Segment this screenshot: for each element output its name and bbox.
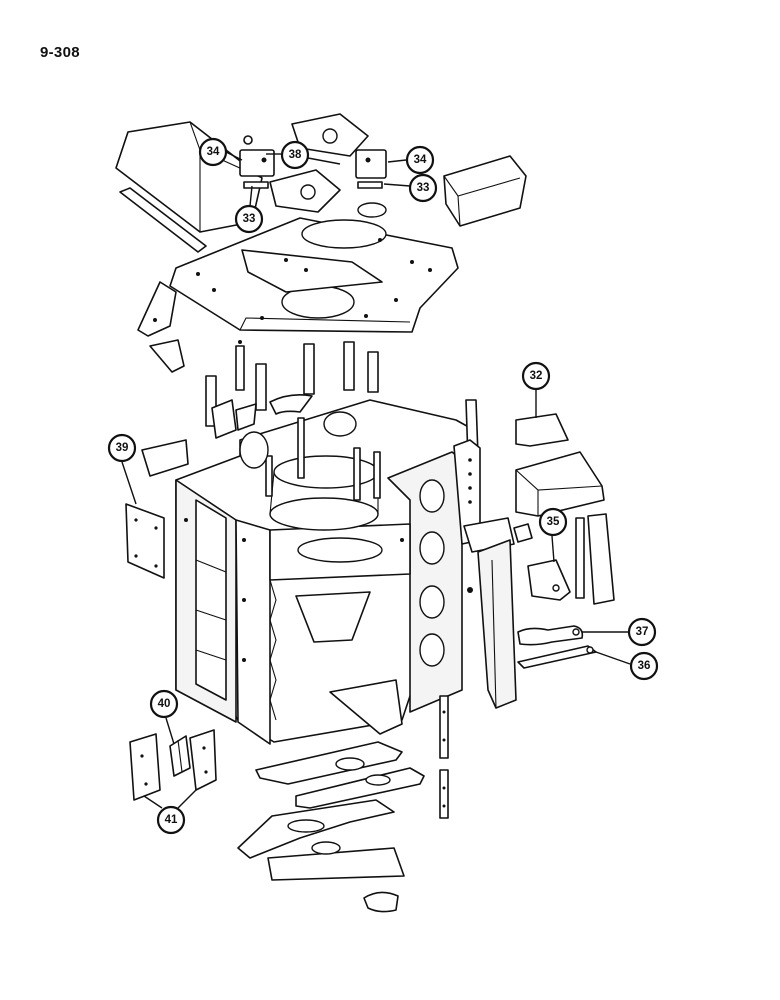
page-number: 9-308	[40, 44, 80, 61]
lower-channel-1	[255, 741, 403, 785]
panel-39	[125, 503, 165, 579]
callout-33-left-label: 33	[243, 213, 256, 225]
top-plate	[169, 202, 459, 333]
callout-34-right: 34	[405, 145, 435, 175]
right-block	[355, 149, 387, 189]
callout-40: 40	[149, 689, 179, 719]
callout-32: 32	[521, 361, 551, 391]
small-brackets	[211, 399, 257, 439]
callout-36: 36	[629, 651, 659, 681]
callout-34-left: 34	[198, 137, 228, 167]
left-wedge	[141, 439, 189, 477]
callout-41-label: 41	[165, 814, 178, 826]
deflector-32	[515, 413, 569, 447]
leader-lines	[121, 151, 631, 809]
callout-32-label: 32	[530, 370, 543, 382]
callout-35-label: 35	[547, 516, 560, 528]
center-posts	[205, 340, 379, 427]
callout-33-left: 33	[234, 204, 264, 234]
callout-38: 38	[280, 140, 310, 170]
lower-center-plate	[269, 169, 341, 213]
brackets-41	[129, 729, 217, 801]
deflector-large	[515, 451, 605, 517]
top-right-cover	[443, 155, 527, 227]
top-plate-bracket	[137, 281, 177, 337]
small-tab	[513, 523, 533, 543]
small-pin	[243, 135, 253, 145]
link-37	[517, 625, 584, 646]
callout-39-label: 39	[116, 442, 129, 454]
callout-35: 35	[538, 507, 568, 537]
rod-35	[575, 517, 585, 599]
callout-37: 37	[627, 617, 657, 647]
bar-36	[517, 645, 597, 669]
callout-41: 41	[156, 805, 186, 835]
plate-35	[527, 559, 571, 601]
lower-channel-2	[295, 767, 425, 809]
vertical-strips	[439, 695, 449, 819]
right-chute	[463, 517, 517, 709]
callout-34-right-label: 34	[414, 154, 427, 166]
left-gusset	[149, 339, 185, 373]
curved-plate	[269, 394, 313, 415]
top-left-strip	[119, 187, 207, 253]
callout-38-label: 38	[289, 149, 302, 161]
callout-34-left-label: 34	[207, 146, 220, 158]
callout-40-label: 40	[158, 698, 171, 710]
callout-33-right-label: 33	[417, 182, 430, 194]
callout-37-label: 37	[636, 626, 649, 638]
lower-frame-arm	[237, 799, 405, 881]
main-frame	[175, 399, 475, 745]
right-bracket	[453, 439, 481, 545]
callout-33-right: 33	[408, 173, 438, 203]
flat-plate-35	[587, 513, 615, 605]
left-block	[239, 149, 275, 189]
bracket-40	[169, 735, 191, 777]
bottom-flange	[363, 891, 399, 913]
callout-36-label: 36	[638, 660, 651, 672]
callout-39: 39	[107, 433, 137, 463]
